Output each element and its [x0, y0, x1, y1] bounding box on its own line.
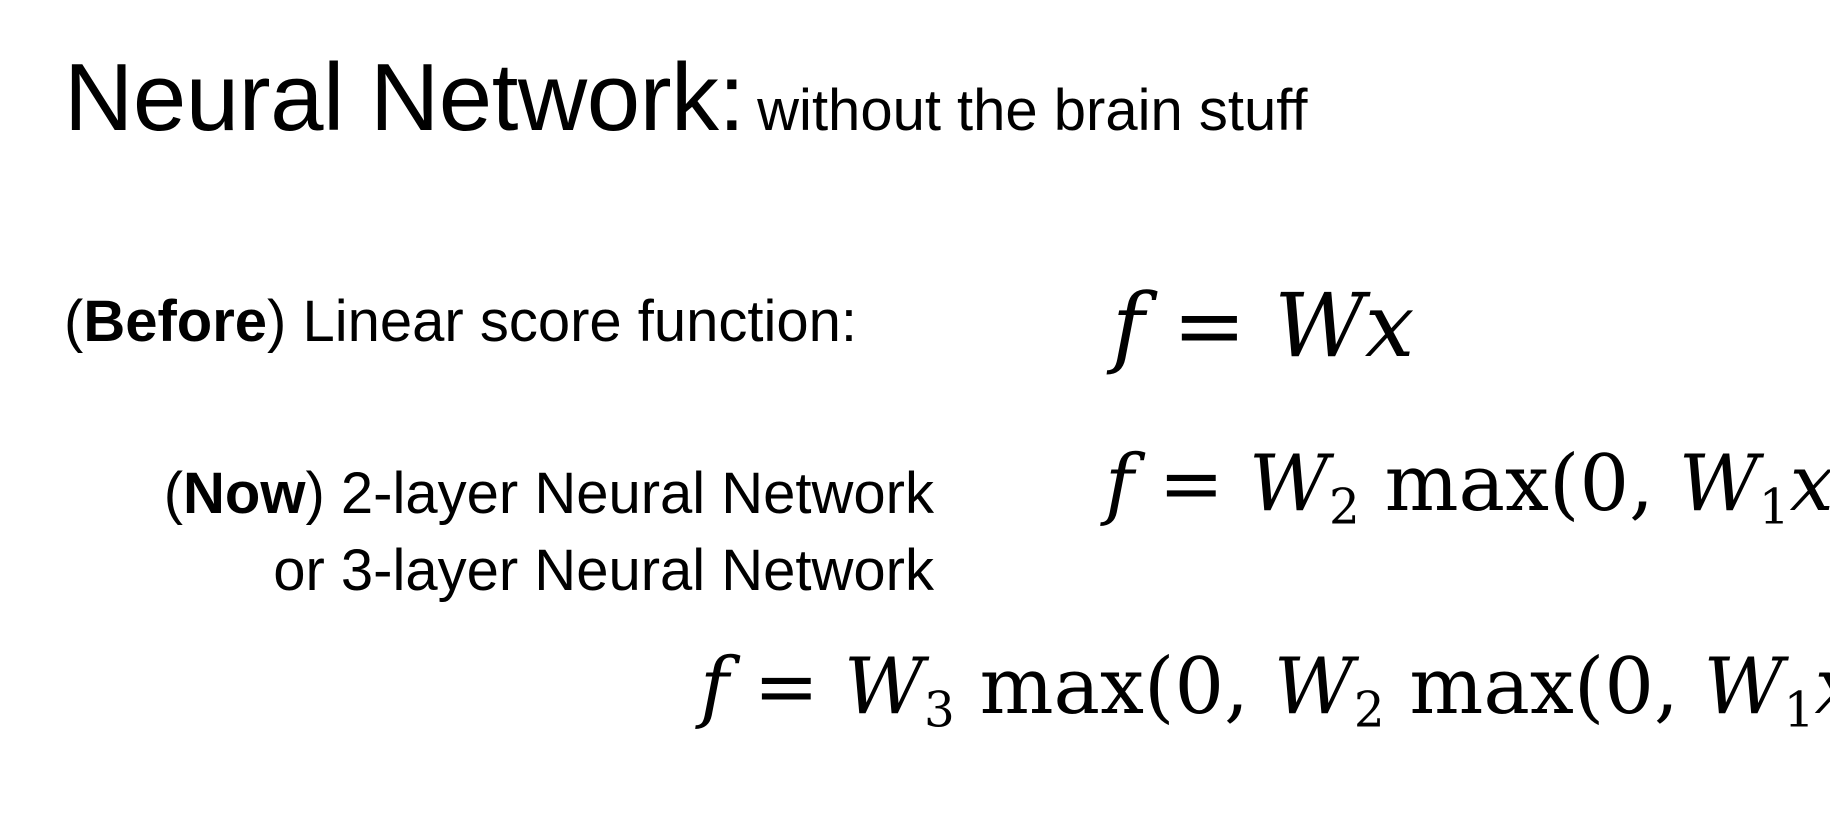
eq2-equals: = — [1133, 439, 1249, 529]
eq3-W3: W — [843, 642, 924, 732]
eq3-x: x — [1815, 642, 1830, 732]
eq3-f: f — [700, 642, 729, 732]
equation-linear: f = Wx — [1112, 282, 1414, 370]
eq3-max2: max(0, — [1384, 642, 1704, 732]
now-label: (Now) 2-layer Neural Network — [164, 465, 934, 523]
now-rest: ) 2-layer Neural Network — [305, 461, 934, 526]
eq3-W2: W — [1273, 642, 1354, 732]
now-bold-word: Now — [183, 461, 306, 526]
eq1-f: f — [1112, 274, 1145, 377]
before-open-paren: ( — [64, 289, 84, 354]
eq1-equals: = — [1144, 274, 1275, 377]
eq2-W2: W — [1248, 439, 1329, 529]
eq2-f: f — [1105, 439, 1134, 529]
eq3-sub3: 3 — [924, 682, 955, 739]
now-label-line2: or 3-layer Neural Network — [273, 538, 934, 603]
eq2-W1: W — [1678, 439, 1759, 529]
eq3-W1: W — [1703, 642, 1784, 732]
title-subtitle: without the brain stuff — [757, 78, 1308, 143]
eq3-sub1: 1 — [1783, 682, 1815, 739]
eq2-sub2: 2 — [1329, 479, 1360, 536]
before-rest: ) Linear score function: — [267, 289, 858, 354]
title-main: Neural Network: — [64, 44, 745, 151]
equation-three-layer: f = W3 max(0, W2 max(0, W1x)) — [700, 648, 1830, 735]
eq1-W: W — [1274, 274, 1365, 377]
eq2-x: x — [1789, 439, 1830, 529]
eq2-max: max(0, — [1359, 439, 1679, 529]
eq3-max1: max(0, — [954, 642, 1274, 732]
slide-title: Neural Network: without the brain stuff — [64, 50, 1307, 146]
eq1-x: x — [1364, 274, 1415, 377]
eq3-equals: = — [728, 642, 844, 732]
now-open-paren: ( — [163, 461, 184, 526]
before-bold-word: Before — [83, 289, 268, 354]
equation-two-layer: f = W2 max(0, W1x) — [1105, 445, 1830, 532]
before-label: (Before) Linear score function: — [64, 293, 857, 351]
eq2-sub1: 1 — [1758, 479, 1790, 536]
eq3-sub2: 2 — [1353, 682, 1385, 739]
